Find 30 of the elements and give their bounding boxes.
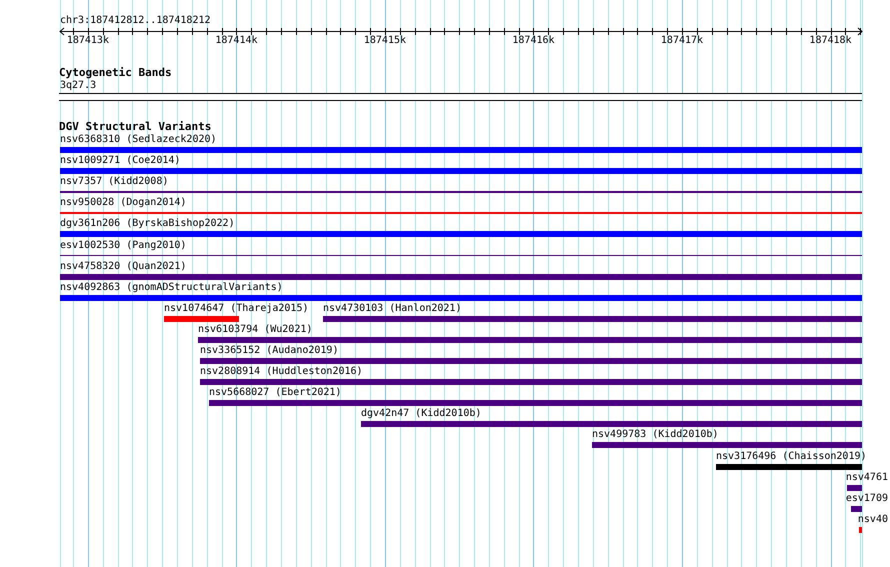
tick-label: 187415k — [364, 35, 406, 47]
track-heading: DGV Structural Variants — [59, 121, 212, 133]
tick-label: 187413k — [66, 35, 109, 47]
track-heading: Cytogenetic Bands — [59, 67, 172, 79]
feature-label: esv1709 — [846, 492, 888, 505]
feature-label: dgv361n206 (ByrskaBishop2022) — [60, 218, 235, 230]
feature-label: nsv40 — [858, 514, 888, 526]
tick-label: 187416k — [512, 35, 555, 47]
tick-label: 187414k — [215, 35, 258, 47]
feature-label: nsv3365152 (Audano2019) — [200, 345, 338, 357]
feature-label: nsv2808914 (Huddleston2016) — [200, 366, 363, 378]
tick-label: 187418k — [809, 35, 852, 47]
feature-label: nsv3176496 (Chaisson2019) — [716, 450, 867, 462]
feature-label: nsv499783 (Kidd2010b) — [592, 429, 718, 442]
feature-label: nsv5668027 (Ebert2021) — [209, 387, 342, 400]
feature-label: nsv4730103 (Hanlon2021) — [323, 302, 462, 315]
feature-label: nsv1074647 (Thareja2015) — [164, 302, 308, 315]
feature-label: nsv4092863 (gnomADStructuralVariants) — [60, 282, 283, 294]
band-label: 3q27.3 — [60, 80, 96, 92]
feature-label: dgv42n47 (Kidd2010b) — [361, 408, 482, 420]
feature-label: nsv1009271 (Coe2014) — [60, 155, 180, 168]
feature-label: nsv4758320 (Quan2021) — [60, 260, 186, 273]
feature-label: nsv4761 — [846, 472, 888, 484]
feature-label: esv1002530 (Pang2010) — [60, 240, 186, 252]
feature-label: nsv7357 (Kidd2008) — [60, 176, 168, 188]
feature-label: nsv950028 (Dogan2014) — [60, 197, 186, 210]
tick-label: 187417k — [660, 35, 704, 47]
feature-label: nsv6368310 (Sedlazeck2020) — [60, 134, 217, 146]
feature-label: nsv6103794 (Wu2021) — [198, 324, 312, 336]
region-label: chr3:187412812..187418212 — [60, 15, 211, 27]
